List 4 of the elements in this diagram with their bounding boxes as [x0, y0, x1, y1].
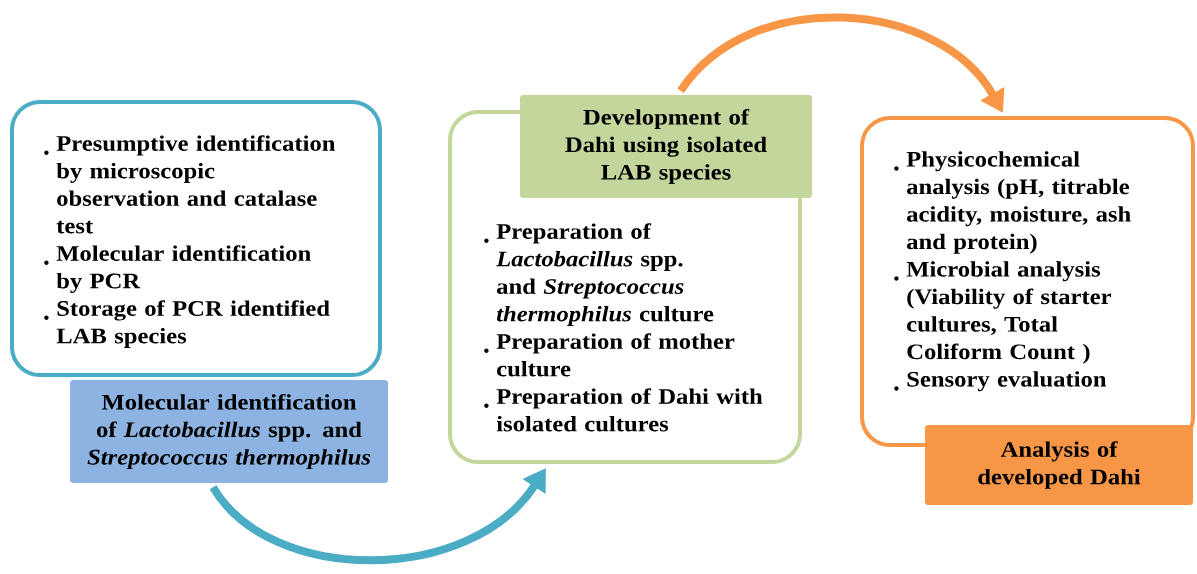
title-box: Analysis of developed Dahi	[925, 425, 1193, 505]
title-box: Molecular identification of Lactobacillus spp. and Streptococcus thermophilus	[70, 380, 388, 483]
title-box: Development of Dahi using isolated LAB species	[520, 95, 812, 198]
list-box: Presumptive identification by microscopic observation and catalase test Molecular identification by PCR Storage of PCR identified LAB species	[10, 100, 382, 377]
